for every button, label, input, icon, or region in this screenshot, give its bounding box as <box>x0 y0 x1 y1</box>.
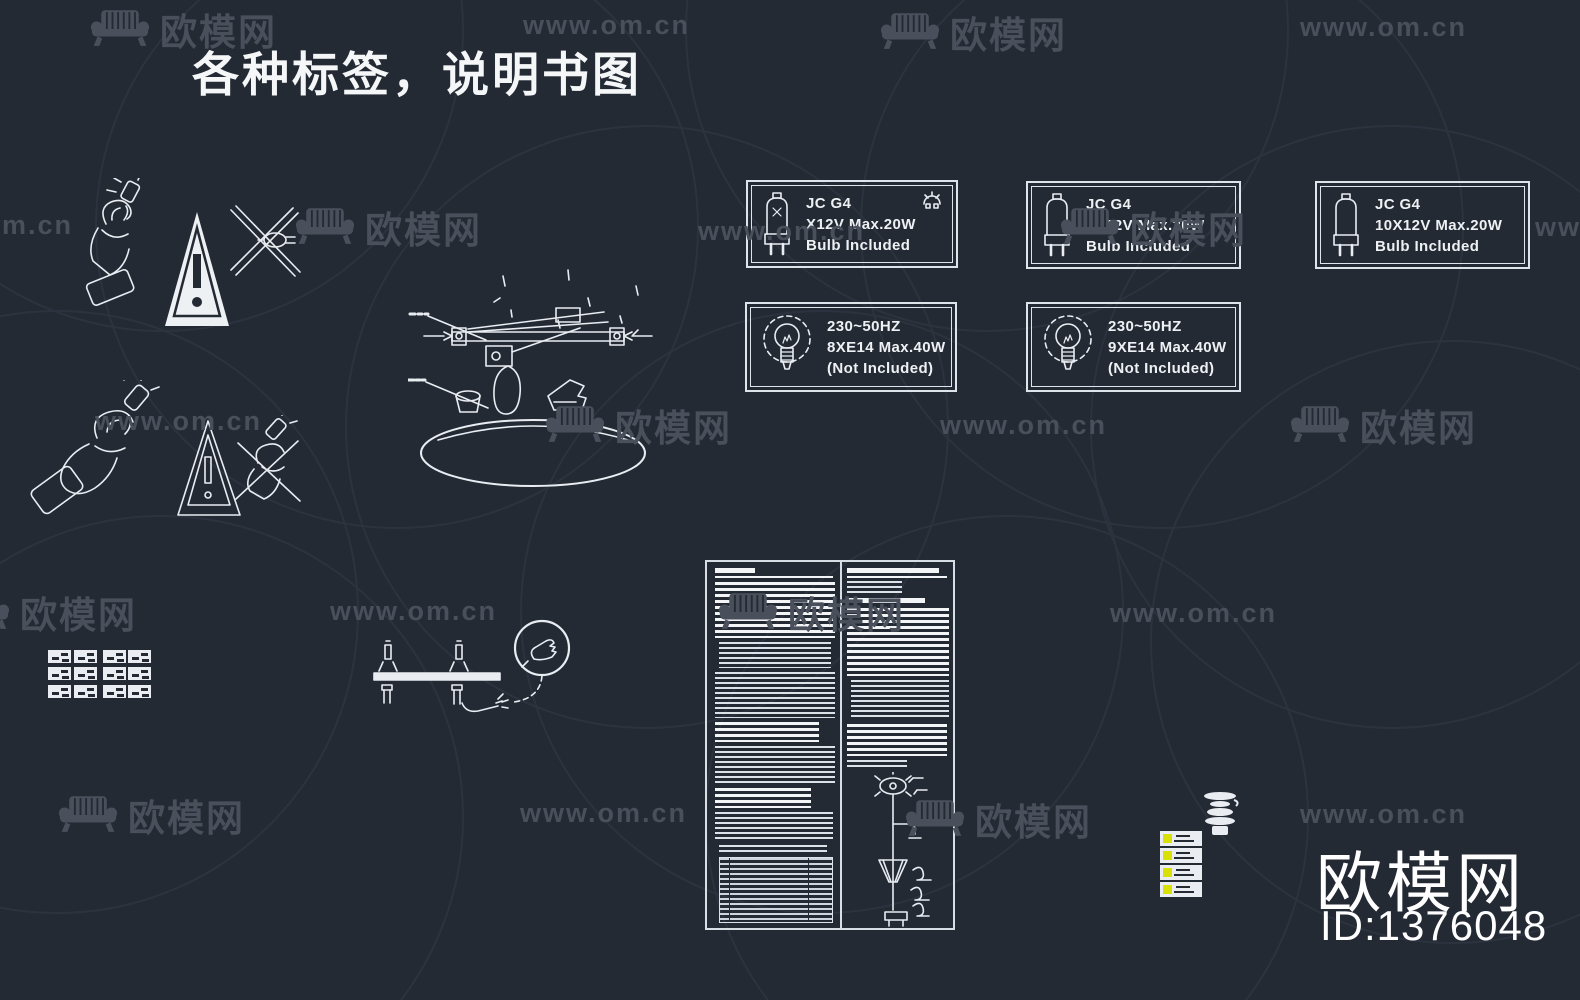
watermark-url: www.om.cn <box>1535 212 1580 242</box>
watermark-circle <box>685 0 1289 332</box>
hand-holding-bulb-icon <box>30 380 160 515</box>
label-box-g4-1: JC G4 X12V Max.20W Bulb Included <box>746 180 958 268</box>
label-box-e14-1: 230~50HZ 8XE14 Max.40W (Not Included) <box>745 302 957 392</box>
simulated-text-block <box>719 845 827 855</box>
sheet-heading-block <box>715 568 755 573</box>
sofa-icon <box>58 796 118 832</box>
simulated-text-block <box>715 582 835 638</box>
sticker-label <box>103 650 126 663</box>
sofa-icon <box>90 10 150 46</box>
simulated-text-block <box>847 724 947 756</box>
watermark-logo: 欧模网 <box>880 5 1067 59</box>
label-box-g4-2: JC G4 6X12V Max.20W Bulb Included <box>1026 181 1241 269</box>
part-label-yellow <box>1160 865 1202 880</box>
sticker-label <box>74 667 97 680</box>
label-line: Bulb Included <box>1086 237 1191 255</box>
e14-bulb-icon <box>1044 315 1092 370</box>
part-label-yellow <box>1160 848 1202 863</box>
simulated-text-block <box>715 788 811 808</box>
label-line: JC G4 <box>1086 195 1132 213</box>
simulated-text-block <box>847 760 907 770</box>
label-line: JC G4 <box>806 194 852 212</box>
sofa-icon <box>880 13 940 49</box>
label-line: Bulb Included <box>806 236 911 254</box>
simulated-text-block <box>715 722 819 742</box>
crossed-out-bulb-icon <box>230 205 301 277</box>
label-line: (Not Included) <box>1108 359 1215 377</box>
sofa-icon <box>0 604 10 629</box>
sheet-rule <box>847 576 947 578</box>
sticker-label <box>48 650 71 663</box>
finial-part-drawing <box>1204 792 1239 835</box>
label-line: X12V Max.20W <box>806 215 916 233</box>
sheet-rule <box>715 576 833 578</box>
label-line: (Not Included) <box>827 359 934 377</box>
sticker-label <box>128 650 151 663</box>
watermark-url: www.om.cn <box>1300 12 1468 42</box>
parts-table <box>719 857 833 923</box>
simulated-text-block <box>851 680 949 720</box>
g4-bulb-icon <box>764 192 790 256</box>
sticker-label <box>74 650 97 663</box>
part-label-yellow <box>1160 831 1202 846</box>
instruction-sheet <box>705 560 955 930</box>
site-brand-text: 欧模网 <box>1316 846 1526 920</box>
simulated-text-block <box>715 812 833 842</box>
sticker-label <box>103 685 126 698</box>
sticker-label <box>128 667 151 680</box>
simulated-text-block <box>715 672 835 718</box>
ornament-icon <box>923 191 941 209</box>
label-box-e14-2: 230~50HZ 9XE14 Max.40W (Not Included) <box>1026 302 1241 392</box>
label-line: 6X12V Max.20W <box>1086 216 1205 234</box>
simulated-text-block <box>715 746 835 784</box>
sheet-heading-block <box>847 598 925 603</box>
label-line: 230~50HZ <box>1108 317 1182 335</box>
watermark-logo: 欧模网 <box>295 200 482 254</box>
simulated-text-block <box>847 608 949 676</box>
watermark-logo: 欧模网 <box>0 585 137 639</box>
g4-bulb-icon <box>1044 193 1070 257</box>
e14-bulb-icon <box>763 315 811 370</box>
simulated-text-block <box>847 581 902 595</box>
label-line: 8XE14 Max.40W <box>827 338 946 356</box>
watermark-logo: 欧模网 <box>1290 398 1477 452</box>
label-line: Bulb Included <box>1375 237 1480 255</box>
sticker-label <box>74 685 97 698</box>
site-brand-id: ID:1376048 <box>1320 902 1548 949</box>
sticker-label <box>48 667 71 680</box>
sheet-heading-block <box>847 568 939 573</box>
label-box-g4-3: JC G4 10X12V Max.20W Bulb Included <box>1315 181 1530 269</box>
ceiling-lamp-install-diagram <box>408 269 653 487</box>
sheet-divider <box>840 562 842 928</box>
warning-triangle-icon <box>165 212 229 326</box>
sticker-label <box>128 685 151 698</box>
warning-triangle-crossed-hand-icon <box>177 415 301 516</box>
watermark-url: www.om.cn <box>1110 598 1278 628</box>
page-title: 各种标签，说明书图 <box>192 48 642 103</box>
label-line: 10X12V Max.20W <box>1375 216 1503 234</box>
watermark-url: www.om.cn <box>940 410 1108 440</box>
sticker-label <box>103 667 126 680</box>
exploded-assembly-diagram <box>874 772 932 927</box>
label-line: JC G4 <box>1375 195 1421 213</box>
part-label-yellow <box>1160 882 1202 897</box>
bar-lamp-diagram <box>373 619 571 713</box>
sticker-label <box>48 685 71 698</box>
label-line: 9XE14 Max.40W <box>1108 338 1227 356</box>
watermark-logo: 欧模网 <box>58 788 245 842</box>
simulated-text-block <box>719 642 831 668</box>
watermark-url: m.cn <box>2 210 74 240</box>
sofa-icon <box>1290 406 1350 442</box>
hand-holding-bulb-icon <box>85 178 141 306</box>
watermark-url: www.om.cn <box>1300 799 1468 829</box>
watermark-circle <box>0 515 464 1000</box>
g4-bulb-icon <box>1333 193 1359 257</box>
watermark-url: www.om.cn <box>520 798 688 828</box>
label-line: 230~50HZ <box>827 317 901 335</box>
